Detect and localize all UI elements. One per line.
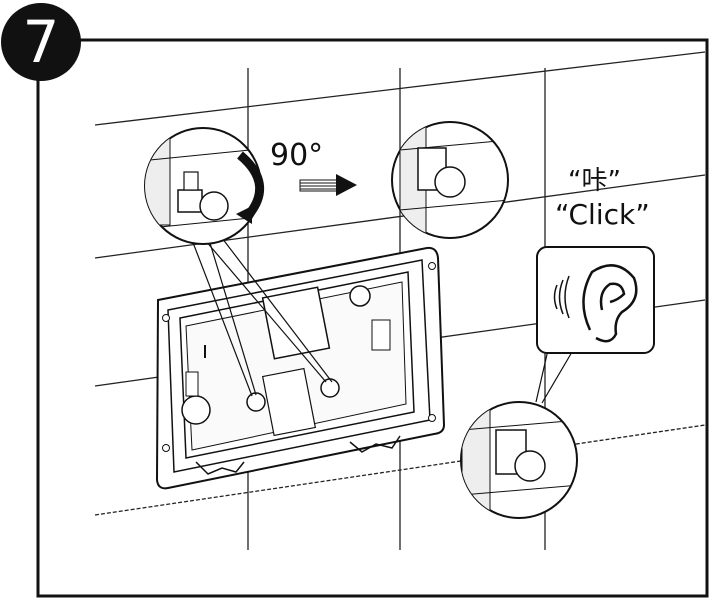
sound-waves-icon bbox=[553, 275, 570, 319]
ear-icon bbox=[582, 264, 638, 343]
step-number-badge: 7 bbox=[1, 3, 81, 81]
magnifier-callout-locked bbox=[391, 121, 509, 239]
click-sound-chinese-label: “咔” bbox=[568, 166, 621, 196]
magnifier-callout-click bbox=[460, 401, 578, 519]
rotation-arrow-icon bbox=[236, 151, 264, 224]
magnifier-callout-rotate bbox=[144, 127, 262, 245]
step-number: 7 bbox=[22, 8, 60, 76]
callout-leader-lines bbox=[191, 237, 573, 404]
flush-plate-assembly bbox=[155, 246, 446, 490]
direction-arrow-icon bbox=[299, 174, 357, 196]
click-sound-english-label: “Click” bbox=[555, 198, 650, 231]
ear-panel bbox=[536, 246, 655, 354]
rotation-angle-label: 90° bbox=[270, 138, 324, 173]
step-frame bbox=[36, 38, 709, 598]
